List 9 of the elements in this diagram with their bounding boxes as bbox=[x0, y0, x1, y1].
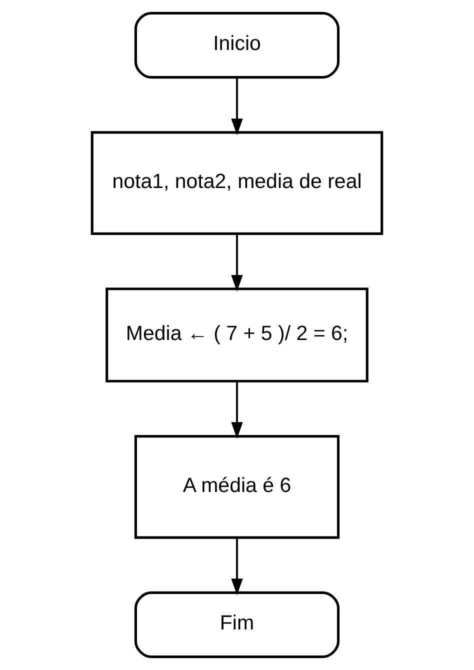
node-box: Fim bbox=[134, 591, 340, 658]
arrow bbox=[231, 538, 243, 596]
node-box: Media ← ( 7 + 5 )/ 2 = 6; bbox=[106, 288, 368, 382]
arrow bbox=[231, 234, 243, 292]
node-box: A média é 6 bbox=[134, 435, 340, 539]
arrow bbox=[231, 78, 243, 136]
arrow bbox=[231, 382, 243, 439]
node-box: nota1, nota2, media de real bbox=[90, 131, 384, 235]
node-box: Inicio bbox=[134, 12, 340, 79]
